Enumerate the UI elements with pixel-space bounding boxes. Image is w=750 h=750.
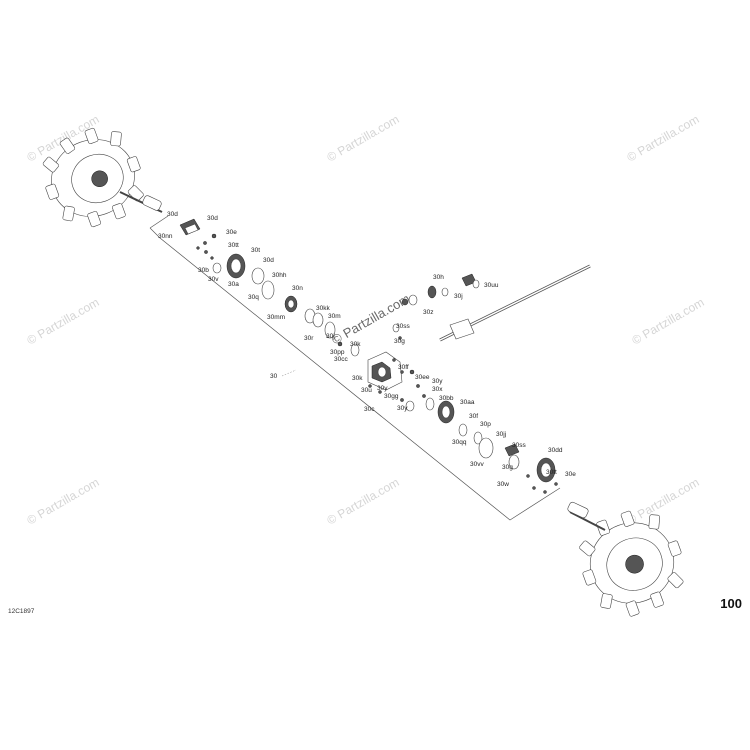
part-label: 30d [207,215,218,222]
part-label: 30j [326,333,335,340]
part-label: 30r [304,335,314,342]
differential-housing [367,351,404,394]
part-label: 30nn [158,233,173,240]
page-number: 100 [720,596,742,611]
part-label: 30y [377,385,388,392]
part-label: 30z [423,309,433,316]
assembly-frame [149,227,561,521]
assembly-leader [281,369,297,377]
part-label: 30tt [546,469,557,476]
part-label: 30aa [460,399,475,406]
part-label: 30c [364,406,375,413]
part-label: 30a [228,281,239,288]
watermark: © Partzilla.com [630,295,707,348]
part-label: 30h [433,274,444,281]
part-label: 30dd [548,447,563,454]
part-label: 30cc [334,356,348,363]
part-label: 30u [361,387,372,394]
part-label: 30e [226,229,237,236]
part-label: 30v [208,276,219,283]
left-cv-boot [142,195,162,211]
left-wheel [42,127,144,228]
part-label: 30n [292,285,303,292]
part-label: 30ss [512,442,526,449]
part-label: 30ee [415,374,430,381]
part-label: 30ss [396,323,410,330]
watermark: © Partzilla.com [25,475,102,528]
part-label: 30m [328,313,341,320]
part-label: 30w [497,481,509,488]
part-label: 30d [263,257,274,264]
part-label: 30uu [484,282,499,289]
assembly-label: 30 [270,373,278,380]
watermark: © Partzilla.com [325,475,402,528]
part-label: 30ff [398,364,409,371]
assembly-frame-top [149,215,169,229]
part-label: 30b [198,267,209,274]
part-label: 30y [432,378,443,385]
right-wheel [579,510,684,617]
part-label: 30jj [496,431,506,438]
part-label: 30p [480,421,491,428]
part-label: 30hh [272,272,287,279]
right-parts [400,369,558,494]
right-axle-shaft [569,511,606,531]
part-label: 30k [350,341,361,348]
watermark: © Partzilla.com [625,112,702,165]
part-label: 30pp [330,349,345,356]
part-label: 30j [454,293,463,300]
part-label: 30vv [470,461,484,468]
part-label: 30tt [228,242,239,249]
part-label: 30g [502,464,513,471]
part-label: 30q [248,294,259,301]
part-label: 30x [432,386,443,393]
part-label: 30d [167,211,178,218]
part-label: 30kk [316,305,330,312]
right-cv-boot [567,501,589,519]
part-label: 30mm [267,314,285,321]
part-label: 30k [352,375,363,382]
part-label: 30f [469,413,478,420]
part-label: 30g [394,338,405,345]
part-labels: 30d 30d 30e 30nn 30tt 30t 30d 30b 30v 30… [158,211,576,488]
part-label: 30gg [384,393,399,400]
pinion-parts [392,273,480,340]
left-parts [179,218,360,357]
part-label: 30t [251,247,260,254]
part-label: 30e [565,471,576,478]
part-label: 30y [397,405,408,412]
part-label: 30bb [439,395,454,402]
watermark: © Partzilla.com [625,475,702,528]
propeller-yoke [449,318,475,340]
diagram-code: 12C1897 [8,608,35,615]
watermark: © Partzilla.com [325,112,402,165]
watermark: © Partzilla.com [25,295,102,348]
part-label: 30qq [452,439,467,446]
